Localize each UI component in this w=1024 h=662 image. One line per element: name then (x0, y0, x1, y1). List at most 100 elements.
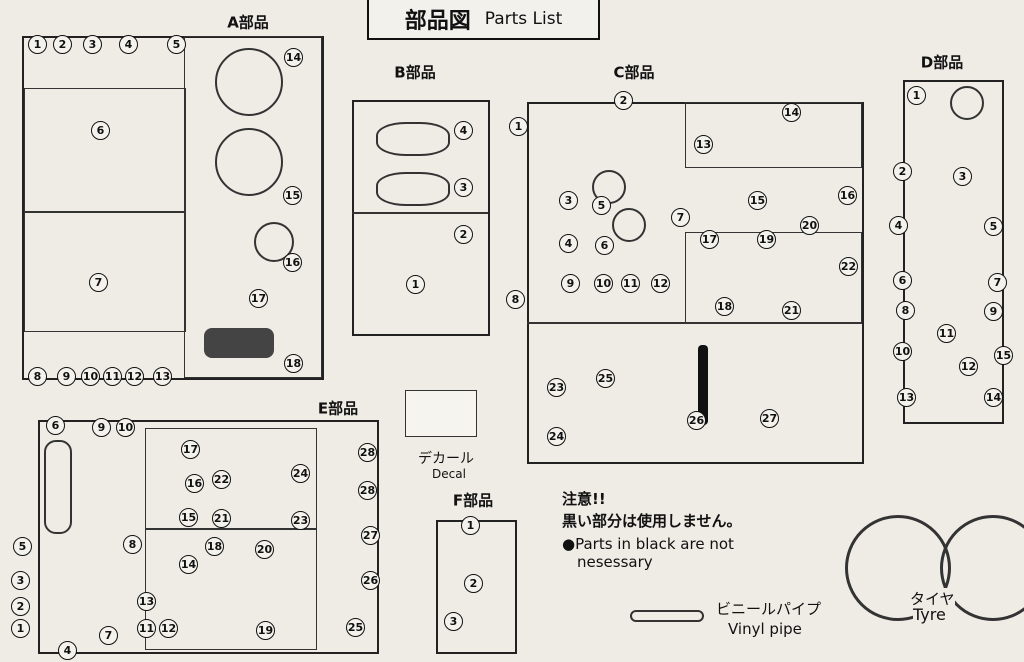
part-number-e: 21 (212, 509, 231, 528)
part-number-a: 6 (91, 121, 110, 140)
part-number-c: 11 (621, 274, 640, 293)
black-exhaust-part (698, 345, 708, 425)
part-number-d: 9 (984, 302, 1003, 321)
part-number-e: 27 (361, 526, 380, 545)
part-number-a: 4 (119, 35, 138, 54)
sprue-b (352, 100, 490, 336)
seat-part (204, 328, 274, 358)
part-number-c: 3 (559, 191, 578, 210)
part-number-d: 5 (984, 217, 1003, 236)
part-number-e: 7 (99, 626, 118, 645)
part-number-c: 15 (748, 191, 767, 210)
divider (145, 528, 317, 650)
part-number-a: 16 (283, 253, 302, 272)
part-number-e: 28 (358, 443, 377, 462)
part-number-d: 13 (897, 388, 916, 407)
part-number-c: 21 (782, 301, 801, 320)
part-number-c: 7 (671, 208, 690, 227)
part-number-a: 9 (57, 367, 76, 386)
part-number-e: 12 (159, 619, 178, 638)
part-number-d: 1 (907, 86, 926, 105)
part-number-c: 2 (614, 91, 633, 110)
title-english: Parts List (484, 9, 563, 29)
part-number-c: 16 (838, 186, 857, 205)
part-number-e: 26 (361, 571, 380, 590)
part-number-c: 27 (760, 409, 779, 428)
part-number-b: 2 (454, 225, 473, 244)
decal-label-japanese: デカール (418, 451, 474, 467)
section-e-label: E部品 (317, 399, 359, 418)
part-number-e: 2 (11, 597, 30, 616)
part-number-e: 14 (179, 555, 198, 574)
part-number-c: 8 (506, 290, 525, 309)
sprue-a-frame-7 (24, 212, 186, 332)
part-number-c: 24 (547, 427, 566, 446)
part-number-c: 5 (592, 196, 611, 215)
notice-english-2: nesessary (577, 553, 653, 571)
sprocket-part (254, 222, 294, 262)
sprue-d (903, 80, 1004, 424)
part-number-b: 1 (406, 275, 425, 294)
part-number-c: 6 (595, 236, 614, 255)
part-number-c: 19 (757, 230, 776, 249)
part-number-b: 4 (454, 121, 473, 140)
round-part (612, 208, 646, 242)
section-d-label: D部品 (920, 53, 964, 72)
part-number-d: 4 (889, 216, 908, 235)
decal-sheet (405, 390, 477, 437)
divider (145, 428, 317, 530)
wheel-part (215, 128, 283, 196)
vinyl-pipe-japanese: ビニールパイプ (716, 600, 822, 618)
part-number-c: 25 (596, 369, 615, 388)
part-number-e: 3 (11, 571, 30, 590)
part-number-e: 18 (205, 537, 224, 556)
part-number-e: 25 (346, 618, 365, 637)
part-number-a: 13 (153, 367, 172, 386)
part-number-e: 19 (256, 621, 275, 640)
part-number-f: 2 (464, 574, 483, 593)
part-number-d: 14 (984, 388, 1003, 407)
part-number-c: 13 (694, 135, 713, 154)
part-number-a: 14 (284, 48, 303, 67)
part-number-e: 11 (137, 619, 156, 638)
part-number-a: 3 (83, 35, 102, 54)
part-number-c: 20 (800, 216, 819, 235)
notice-english-1: ●Parts in black are not (562, 535, 734, 553)
part-number-f: 3 (444, 612, 463, 631)
part-number-a: 12 (125, 367, 144, 386)
part-number-a: 5 (167, 35, 186, 54)
part-number-a: 18 (284, 354, 303, 373)
part-number-c: 22 (839, 257, 858, 276)
part-number-f: 1 (461, 516, 480, 535)
cover-part (950, 86, 984, 120)
tyre-part (940, 515, 1024, 621)
part-number-a: 15 (283, 186, 302, 205)
decal-label-english: Decal (432, 467, 466, 481)
part-number-c: 1 (509, 117, 528, 136)
part-number-e: 24 (291, 464, 310, 483)
part-number-d: 15 (994, 346, 1013, 365)
part-number-c: 17 (700, 230, 719, 249)
part-number-c: 4 (559, 234, 578, 253)
part-number-a: 7 (89, 273, 108, 292)
part-number-d: 6 (893, 271, 912, 290)
part-number-a: 11 (103, 367, 122, 386)
section-b-label: B部品 (394, 63, 436, 82)
part-number-e: 10 (116, 418, 135, 437)
vinyl-pipe-english: Vinyl pipe (728, 620, 802, 638)
part-number-d: 10 (893, 342, 912, 361)
part-number-a: 2 (53, 35, 72, 54)
divider (352, 212, 488, 214)
section-c-label: C部品 (613, 63, 655, 82)
tyre-japanese: タイヤ (910, 588, 955, 609)
sprue-c (527, 102, 864, 464)
vinyl-pipe-coil (630, 610, 704, 622)
part-number-e: 4 (58, 641, 77, 660)
tyre-english: Tyre (913, 605, 946, 624)
part-number-a: 17 (249, 289, 268, 308)
part-number-e: 9 (92, 418, 111, 437)
chain-part (44, 440, 72, 534)
part-number-a: 8 (28, 367, 47, 386)
wheel-part (215, 48, 283, 116)
